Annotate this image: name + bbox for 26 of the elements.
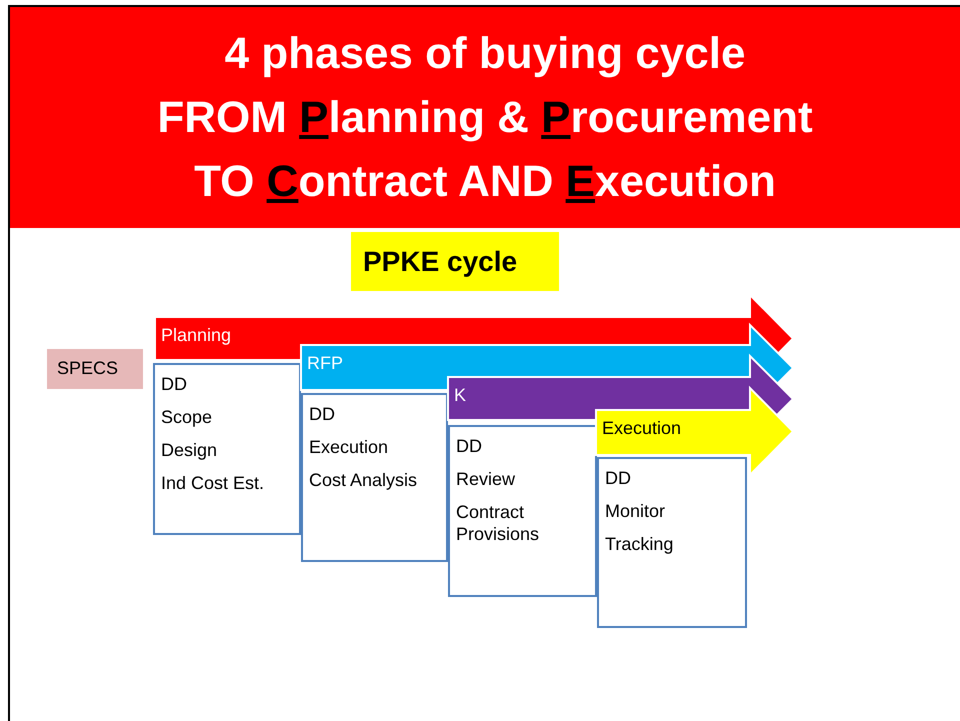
task-list-box [153, 363, 301, 535]
task-text: Scope [161, 406, 214, 428]
task-list-box [301, 393, 448, 562]
task-text: DD [456, 435, 483, 457]
phase-label: RFP [307, 353, 343, 374]
task-list-box [597, 457, 747, 628]
title: 4 phases of buying cycle FROM Planning & Procurement TO Contract AND Execution [156, 28, 814, 208]
task-text: Design [161, 439, 218, 461]
task-text: Monitor [605, 500, 666, 522]
task-text: DD [309, 403, 336, 425]
phase-label: K [454, 385, 466, 406]
box-text: SPECS [57, 358, 118, 378]
task-list-box [448, 425, 597, 597]
task-text: DD [605, 467, 632, 489]
task-text: Execution [309, 436, 390, 458]
phase-label: Execution [602, 418, 682, 439]
phase-label: Planning [161, 325, 232, 346]
specs-box [47, 349, 143, 389]
task-text: DD [161, 373, 188, 395]
heading-label [351, 232, 559, 291]
task-text: Contract Provisions [456, 501, 540, 545]
task-text: Tracking [605, 533, 674, 555]
task-text: Review [456, 468, 516, 490]
box-text: PPKE cycle [363, 246, 518, 277]
task-text: Cost Analysis [309, 469, 418, 491]
task-text: Ind Cost Est. [161, 472, 266, 494]
